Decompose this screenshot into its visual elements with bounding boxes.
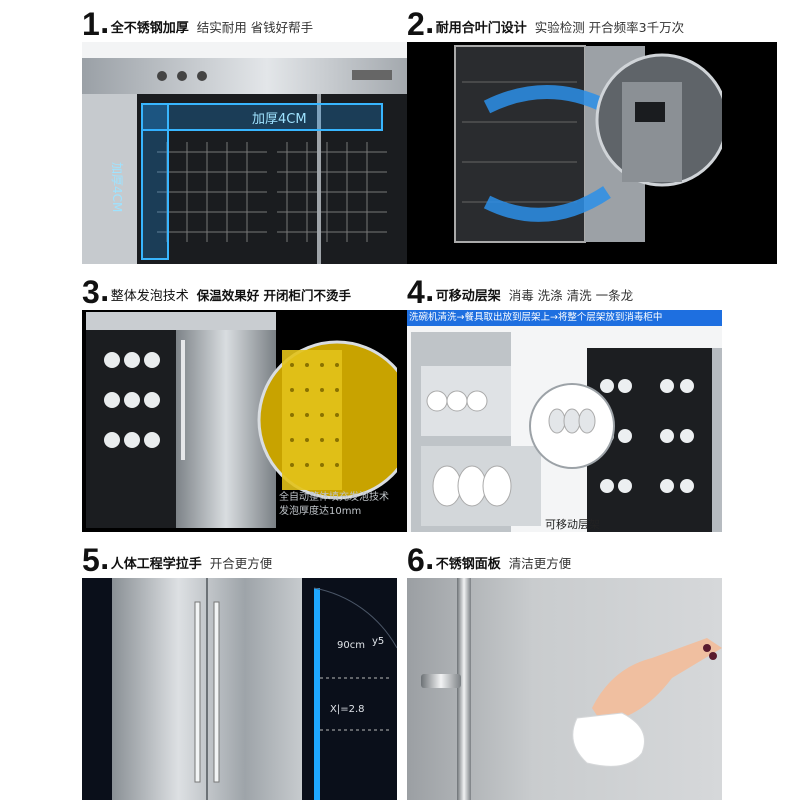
feature-4-number: 4 [407, 274, 425, 310]
feature-5-header: 5. 人体工程学拉手 开合更方便 [82, 542, 273, 578]
feature-1-subtitle: 结实耐用 省钱好帮手 [196, 20, 314, 35]
feature-5-subtitle: 开合更方便 [209, 556, 273, 571]
feature-5-number: 5 [82, 542, 100, 578]
feature-3-image: 全自动整体填充发泡技术 发泡厚度达10mm [82, 310, 452, 532]
thickness-label-horizontal: 加厚4CM [252, 112, 307, 127]
feature-1-title: 全不锈钢加厚 [110, 21, 189, 36]
feature-2-title: 耐用合叶门设计 [435, 21, 527, 36]
feature-4-header: 4. 可移动层架 消毒 洗涤 清洗 一条龙 [407, 274, 634, 310]
feature-6-header: 6. 不锈钢面板 清洁更方便 [407, 542, 572, 578]
feature-4-title: 可移动层架 [435, 289, 501, 304]
feature-2-subtitle: 实验检测 开合频率3千万次 [534, 20, 685, 35]
thickness-label-vertical: 加厚4CM [110, 162, 124, 213]
feature-3-header: 3. 整体发泡技术 保温效果好 开闭柜门不烫手 [82, 274, 352, 310]
dimension-90cm: 90cm [337, 640, 365, 651]
feature-4-subtitle: 消毒 洗涤 清洗 一条龙 [508, 288, 634, 303]
feature-2-header: 2. 耐用合叶门设计 实验检测 开合频率3千万次 [407, 6, 685, 42]
feature-2-number: 2 [407, 6, 425, 42]
foam-label-line2: 发泡厚度达10mm [279, 506, 362, 517]
feature-6-number: 6 [407, 542, 425, 578]
feature-6-image [407, 578, 722, 800]
feature-2-image [407, 42, 777, 264]
feature-1-number: 1 [82, 6, 100, 42]
dimension-x: X|=2.8 [330, 704, 365, 715]
feature-4-image: 洗碗机清洗→餐具取出放到层架上→将整个层架放到消毒柜中 可移动层架 [407, 310, 722, 532]
rack-label: 可移动层架 [545, 518, 600, 531]
feature-6-subtitle: 清洁更方便 [508, 556, 572, 571]
feature-5-title: 人体工程学拉手 [110, 557, 202, 572]
feature-3-subtitle: 保温效果好 开闭柜门不烫手 [196, 288, 352, 303]
feature-5-image: 90cm y5 X|=2.8 [82, 578, 397, 800]
dimension-y: y5 [372, 636, 385, 647]
feature-1-header: 1. 全不锈钢加厚 结实耐用 省钱好帮手 [82, 6, 314, 42]
feature-3-number: 3 [82, 274, 100, 310]
feature-3-title: 整体发泡技术 [110, 289, 189, 304]
feature-6-title: 不锈钢面板 [435, 557, 501, 572]
feature-1-image: 加厚4CM 加厚4CM [82, 42, 452, 264]
process-banner: 洗碗机清洗→餐具取出放到层架上→将整个层架放到消毒柜中 [407, 310, 722, 326]
foam-label-line1: 全自动整体填充发泡技术 [279, 492, 389, 503]
